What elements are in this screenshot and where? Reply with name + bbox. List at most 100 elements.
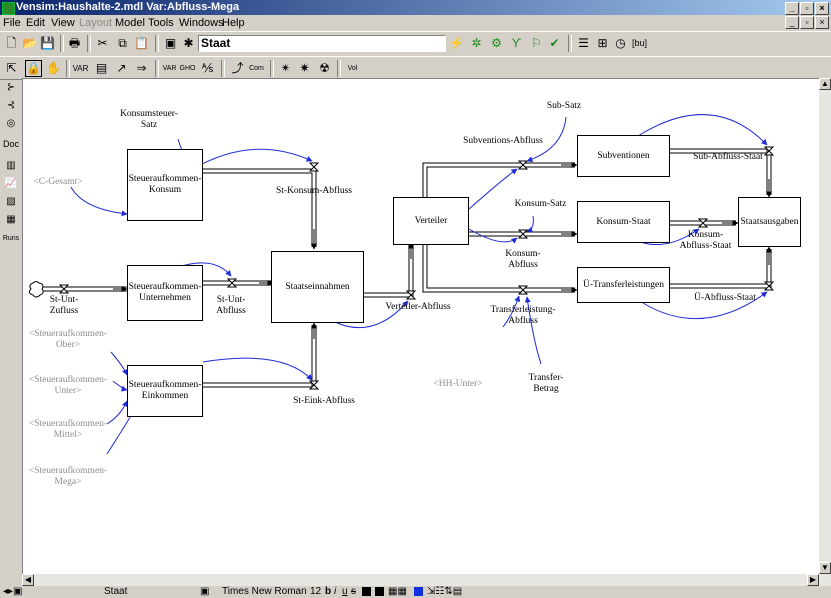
unhide-wand-icon[interactable]: ✴: [280, 61, 291, 75]
stock-konsum-staat[interactable]: Konsum-Staat: [577, 201, 670, 243]
clock-icon[interactable]: ◷: [615, 36, 626, 50]
uses-tree-icon[interactable]: ⊰: [6, 100, 16, 111]
maximize-button[interactable]: ▫: [800, 2, 814, 15]
var-c-gesamt[interactable]: <C-Gesamt>: [33, 177, 83, 187]
print-icon[interactable]: 🖶: [68, 36, 81, 50]
sketch-comment-icon[interactable]: ⤴: [231, 61, 244, 75]
menu-view[interactable]: View: [51, 17, 75, 29]
runs-compare-tool[interactable]: Runs: [2, 235, 20, 242]
stock-steueraufkommen-unternehmen[interactable]: Steueraufkommen- Unternehmen: [127, 265, 203, 321]
pointer-icon[interactable]: ⇱: [6, 61, 17, 75]
sketch-canvas[interactable]: Steueraufkommen- Konsum Steueraufkommen-…: [22, 78, 820, 575]
document-tool[interactable]: Doc: [2, 139, 19, 149]
scroll-down-icon[interactable]: ▼: [819, 562, 831, 574]
box-variable-icon[interactable]: ▤: [95, 61, 108, 75]
lock-icon[interactable]: 🔒: [25, 60, 42, 77]
save-icon[interactable]: 💾: [40, 36, 55, 50]
table-icon[interactable]: ▦: [6, 214, 16, 225]
reality-check-icon[interactable]: ✔: [549, 36, 560, 50]
open-folder-icon[interactable]: 📂: [22, 36, 37, 50]
text-color-swatch[interactable]: [362, 587, 371, 596]
var-konsum-satz[interactable]: Konsum-Satz: [514, 199, 567, 209]
menu-edit[interactable]: Edit: [26, 17, 45, 29]
var-st-konsum-abfluss[interactable]: St-Konsum-Abfluss: [275, 186, 352, 196]
status-font-size[interactable]: 12: [310, 586, 322, 597]
var-ue-abfluss-staat[interactable]: Ü-Abfluss-Staat: [694, 293, 756, 303]
view-nav-icon[interactable]: ◂▸▣: [3, 586, 23, 597]
gaming-icon[interactable]: ⚙: [491, 36, 502, 50]
scroll-up-icon[interactable]: ▲: [819, 78, 831, 90]
bar-graph-icon[interactable]: ▨: [6, 196, 16, 207]
border-color-swatch[interactable]: [375, 587, 384, 596]
shadow-variable-icon[interactable]: GHO: [179, 65, 196, 72]
model-variable-icon[interactable]: VAR: [162, 65, 177, 72]
menu-tools[interactable]: Tools: [148, 17, 174, 29]
var-st-eink-abfluss[interactable]: St-Eink-Abfluss: [293, 396, 355, 406]
optimize-icon[interactable]: ⚐: [531, 36, 542, 50]
new-file-icon[interactable]: 🗋: [6, 36, 17, 50]
menu-help[interactable]: Help: [222, 17, 245, 29]
bold-toggle[interactable]: b: [325, 586, 332, 597]
delete-tool-icon[interactable]: ☢: [319, 61, 330, 75]
workbench-variable-field[interactable]: Staat: [198, 35, 446, 52]
cut-icon[interactable]: ✂: [97, 36, 108, 50]
var-st-unt-abfluss[interactable]: St-Unt- Abfluss: [216, 295, 246, 316]
scroll-right-icon[interactable]: ▶: [807, 574, 819, 586]
var-konsumsteuer-satz[interactable]: Konsumsteuer- Satz: [120, 109, 178, 130]
variable-tool-icon[interactable]: VAR: [72, 64, 89, 73]
strike-toggle[interactable]: s: [351, 586, 356, 597]
doc-restore-button[interactable]: ▫: [800, 16, 814, 29]
rate-tool-icon[interactable]: ⇒: [136, 61, 147, 75]
stock-staatsausgaben[interactable]: Staatsausgaben: [738, 197, 801, 247]
graph-icon[interactable]: 📈: [4, 178, 18, 189]
var-steueraufkommen-unter[interactable]: <Steueraufkommen- Unter>: [28, 375, 108, 396]
hide-wand-icon[interactable]: ✷: [299, 61, 310, 75]
stock-steueraufkommen-konsum[interactable]: Steueraufkommen- Konsum: [127, 149, 203, 221]
doc-minimize-button[interactable]: _: [785, 16, 799, 29]
units-check-icon[interactable]: [bu]: [631, 38, 647, 48]
var-st-unt-zufluss[interactable]: St-Unt- Zufluss: [49, 295, 79, 316]
stock-staatseinnahmen[interactable]: Staatseinnahmen: [271, 251, 364, 323]
control-panel-icon[interactable]: ⊞: [597, 36, 608, 50]
var-konsum-abfluss[interactable]: Konsum- Abfluss: [505, 249, 541, 270]
var-hh-unter[interactable]: <HH-Unter>: [433, 379, 483, 389]
menu-model[interactable]: Model: [115, 17, 145, 29]
var-sub-abfluss-staat[interactable]: Sub-Abfluss-Staat: [693, 152, 763, 162]
paste-icon[interactable]: 📋: [134, 36, 149, 50]
set-view-icon[interactable]: ▣: [164, 36, 177, 50]
causes-tree-icon[interactable]: ⊱: [6, 82, 16, 93]
var-transfer-betrag[interactable]: Transfer- Betrag: [528, 373, 564, 394]
stock-steueraufkommen-einkommen[interactable]: Steueraufkommen- Einkommen: [127, 365, 203, 417]
analysis-icon[interactable]: ☰: [578, 36, 589, 50]
var-steueraufkommen-mega[interactable]: <Steueraufkommen- Mega>: [28, 466, 108, 487]
font-picker-icon[interactable]: ▣: [200, 586, 210, 597]
underline-toggle[interactable]: u: [342, 586, 348, 597]
var-konsum-abfluss-staat[interactable]: Konsum- Abfluss-Staat: [679, 230, 732, 251]
italic-toggle[interactable]: i: [334, 586, 337, 597]
stock-ue-transferleistungen[interactable]: Ü-Transferleistungen: [577, 267, 670, 303]
equations-tool-icon[interactable]: Vol: [347, 65, 358, 72]
fill-color-swatch[interactable]: [414, 587, 423, 596]
var-subventions-abfluss[interactable]: Subventions-Abfluss: [463, 136, 543, 146]
minimize-button[interactable]: _: [785, 2, 799, 15]
doc-close-button[interactable]: ×: [815, 16, 829, 29]
stock-subventionen[interactable]: Subventionen: [577, 135, 670, 177]
set-variable-icon[interactable]: ✱: [183, 36, 194, 50]
simulate-icon[interactable]: ⚡: [449, 36, 464, 50]
close-button[interactable]: ×: [815, 2, 829, 15]
scroll-left-icon[interactable]: ◀: [22, 574, 34, 586]
var-sub-satz[interactable]: Sub-Satz: [546, 101, 582, 111]
synthesim-icon[interactable]: ✲: [471, 36, 482, 50]
input-output-icon[interactable]: ⅍: [201, 61, 214, 75]
copy-icon[interactable]: ⧉: [118, 36, 127, 50]
var-steueraufkommen-mittel[interactable]: <Steueraufkommen- Mittel>: [28, 419, 108, 440]
var-verteiler-abfluss[interactable]: Verteiler-Abfluss: [385, 302, 451, 312]
loops-icon[interactable]: ◎: [6, 118, 16, 129]
vertical-scrollbar[interactable]: ▲ ▼: [819, 78, 831, 586]
menu-file[interactable]: File: [3, 17, 21, 29]
status-font[interactable]: Times New Roman: [222, 586, 307, 597]
comment-tool-icon[interactable]: Com: [249, 65, 264, 72]
sensitivity-icon[interactable]: Ƴ: [511, 36, 522, 50]
arrow-tool-icon[interactable]: ↗: [116, 61, 127, 75]
move-hand-icon[interactable]: ✋: [46, 61, 61, 75]
